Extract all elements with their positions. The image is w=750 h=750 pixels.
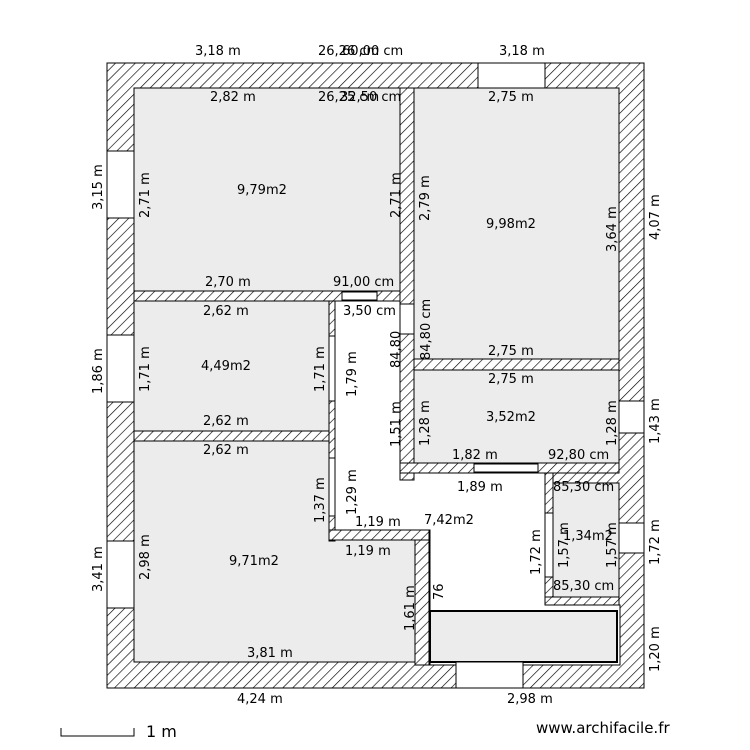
dimension-label: 2,79 m [418,175,433,221]
dimension-label: 2,62 m [203,443,249,458]
room-area-label: 7,42m2 [424,513,474,528]
dimension-label: 3,15 m [91,164,106,210]
dimension-label: 26,26 cm [318,44,379,59]
door [473,463,539,473]
dimension-label: 1,61 m [403,585,418,631]
dimension-label: 2,75 m [488,344,534,359]
dimension-label: 1,29 m [345,469,360,515]
wall-strip [328,300,336,542]
dimension-label: 85,30 cm [553,480,614,495]
room-area-label: 1,34m2 [563,529,613,544]
fixture [429,610,618,663]
window [618,400,645,434]
dimension-label: 76 [432,583,447,600]
dimension-label: 26,25 cm [318,90,379,105]
dimension-label: 2,62 m [203,304,249,319]
wall-strip [399,87,415,481]
window [106,334,135,403]
room-area-label: 9,98m2 [486,217,536,232]
dimension-label: 2,98 m [138,534,153,580]
wall-strip [413,358,620,371]
room-area-label: 3,52m2 [486,410,536,425]
dimension-label: 3,41 m [91,546,106,592]
wall-strip [414,539,430,666]
dimension-label: 84,80 [389,331,404,368]
dimension-label: 1,19 m [345,544,391,559]
dimension-label: 3,18 m [195,44,241,59]
dimension-label: 1,57 m [605,522,620,568]
wall-strip [133,290,401,302]
window [618,522,645,554]
room-1 [133,87,401,292]
window [106,150,135,219]
dimension-label: 60,00 cm [342,44,403,59]
dimension-label: 1,19 m [355,515,401,530]
site-url: www.archifacile.fr [536,719,670,737]
dimension-label: 2,62 m [203,414,249,429]
door [328,335,336,402]
door [328,457,336,517]
dimension-label: 1,89 m [457,480,503,495]
door [544,512,554,578]
door [399,303,415,335]
dimension-label: 32,50 cm [340,90,401,105]
dimension-label: 1,79 m [345,351,360,397]
dimension-label: 2,82 m [210,90,256,105]
dimension-label: 2,75 m [488,372,534,387]
dimension-label: 1,72 m [529,529,544,575]
wall-strip [133,430,330,442]
dimension-label: 2,70 m [205,275,251,290]
dimension-label: 1,51 m [389,401,404,447]
dimension-label: 1,72 m [648,519,663,565]
dimension-label: 2,98 m [507,692,553,707]
dimension-label: 2,75 m [488,90,534,105]
scale-bar [60,728,135,737]
dimension-label: 3,50 cm [343,304,396,319]
dimension-label: 2,71 m [138,172,153,218]
room-3 [133,300,330,432]
window [455,661,524,689]
window [106,540,135,609]
dimension-label: 1,28 m [418,400,433,446]
dimension-label: 1,43 m [648,398,663,444]
dimension-label: 1,20 m [648,626,663,672]
dimension-label: 1,37 m [313,477,328,523]
wall-strip [544,596,620,606]
room-2 [413,87,620,360]
dimension-label: 92,80 cm [548,448,609,463]
dimension-label: 1,57 m [557,522,572,568]
dimension-label: 84,80 cm [419,299,434,360]
room-area-label: 9,71m2 [229,554,279,569]
dimension-label: 1,82 m [452,448,498,463]
dimension-label: 1,28 m [605,400,620,446]
dimension-label: 1,71 m [313,346,328,392]
room-area-label: 4,49m2 [201,359,251,374]
dimension-label: 2,71 m [389,172,404,218]
dimension-label: 1,71 m [138,346,153,392]
door [341,291,378,301]
scale-label: 1 m [146,722,177,741]
dimension-label: 3,81 m [247,646,293,661]
room-area-label: 9,79m2 [237,183,287,198]
wall-strip [328,529,430,541]
dimension-label: 4,24 m [237,692,283,707]
window [477,62,546,89]
dimension-label: 1,86 m [91,348,106,394]
dimension-label: 3,64 m [605,206,620,252]
dimension-label: 3,18 m [499,44,545,59]
dimension-label: 4,07 m [648,194,663,240]
dimension-label: 91,00 cm [333,275,394,290]
dimension-label: 85,30 cm [553,579,614,594]
